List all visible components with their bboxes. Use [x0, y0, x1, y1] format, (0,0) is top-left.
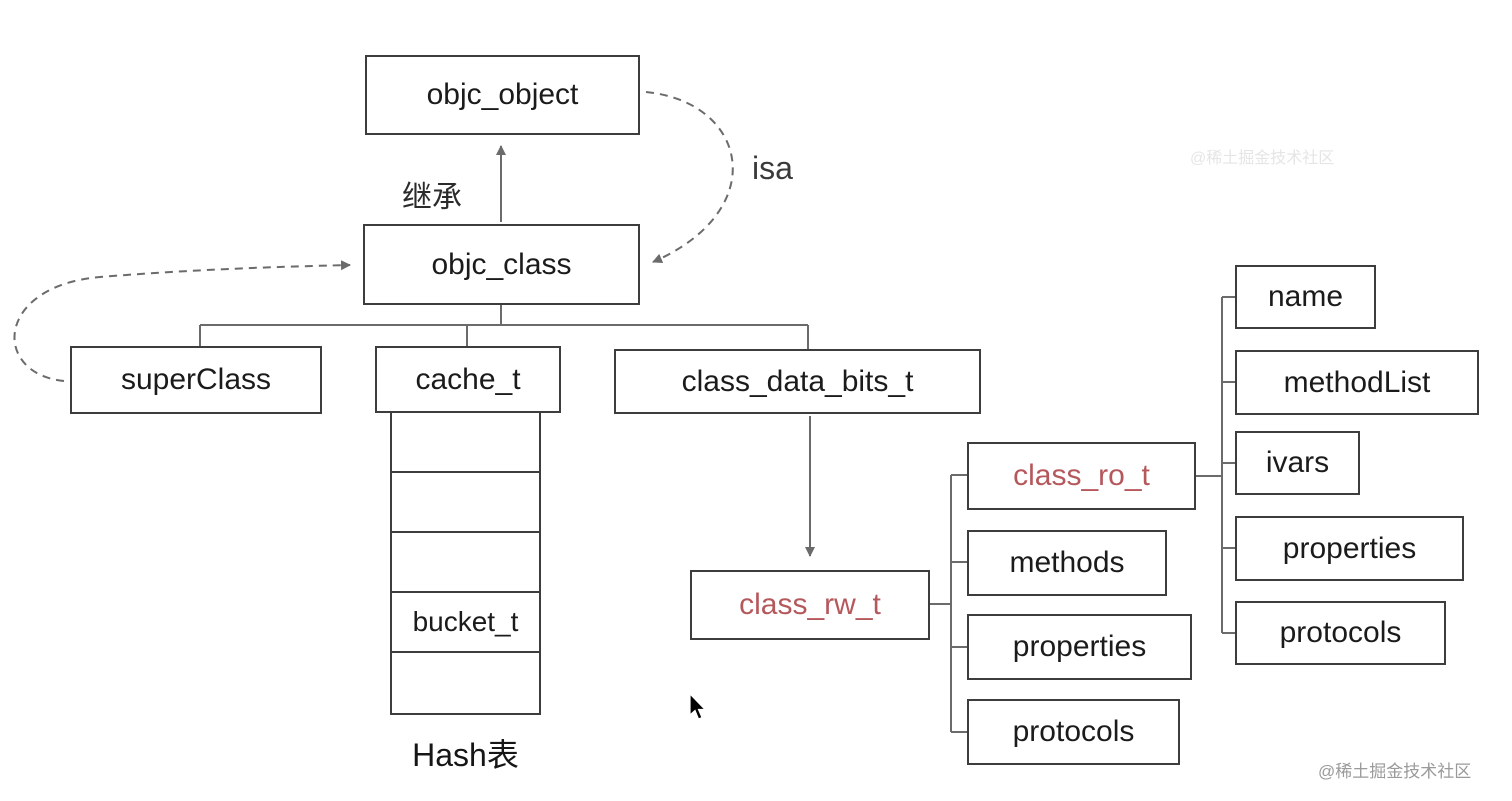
- edge-isa-dashed: [645, 91, 734, 263]
- hash-table-label: Hash表: [412, 737, 519, 773]
- node-rw-methods: methods: [967, 530, 1167, 596]
- watermark: @稀土掘金技术社区: [1318, 762, 1472, 781]
- node-objc-object: objc_object: [365, 55, 640, 135]
- inheritance-label: 继承: [402, 181, 462, 214]
- cache-cell: [392, 473, 539, 533]
- cache-cell: [392, 653, 539, 713]
- node-class-rw-t: class_rw_t: [690, 570, 930, 640]
- node-ro-protocols: protocols: [1235, 601, 1446, 665]
- watermark-faint: @稀土掘金技术社区: [1190, 150, 1335, 167]
- node-class-data-bits-t: class_data_bits_t: [614, 349, 981, 414]
- edge-objc-class-children: [199, 305, 809, 349]
- node-ro-name: name: [1235, 265, 1376, 329]
- node-ro-properties: properties: [1235, 516, 1464, 581]
- cache-cell-bucket-t: bucket_t: [392, 593, 539, 653]
- edge-rw-bracket: [930, 474, 967, 733]
- edge-ro-bracket: [1196, 296, 1235, 634]
- isa-label: isa: [752, 150, 793, 186]
- node-class-ro-t: class_ro_t: [967, 442, 1196, 510]
- node-rw-protocols: protocols: [967, 699, 1180, 765]
- cache-cell: [392, 533, 539, 593]
- node-ro-ivars: ivars: [1235, 431, 1360, 495]
- node-ro-methodlist: methodList: [1235, 350, 1479, 415]
- node-cache-t: cache_t: [375, 346, 561, 413]
- cache-hash-table: bucket_t: [390, 413, 541, 715]
- node-objc-class: objc_class: [363, 224, 640, 305]
- mouse-cursor: [689, 693, 707, 720]
- node-rw-properties: properties: [967, 614, 1192, 680]
- cache-cell: [392, 413, 539, 473]
- node-superclass: superClass: [70, 346, 322, 414]
